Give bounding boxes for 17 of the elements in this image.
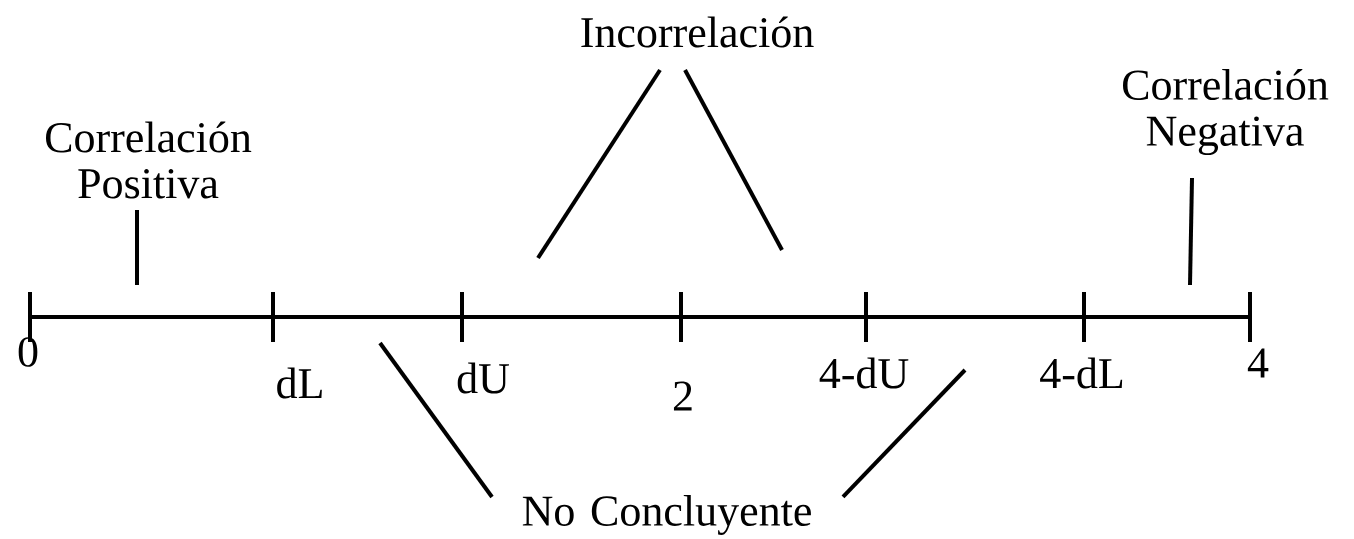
tick-label: dU [457,362,509,394]
tick-label: dL [277,367,322,399]
region-label: Correlación Positiva [46,121,252,199]
tick-label: 4 [1247,348,1269,378]
leader-line [841,368,967,499]
leader-line [135,210,139,285]
region-label: Correlación Negativa [1123,68,1329,156]
leader-line [378,341,494,499]
leader-line [683,69,784,251]
leader-line [536,68,662,260]
leader-line [1188,177,1194,286]
region-label: Incorrelación [581,16,814,48]
tick-label: 4-dU [819,357,909,389]
region-label: No Concluyente [522,495,811,535]
tick-label: 0 [18,337,38,367]
tick-label: 4-dL [1040,357,1123,389]
tick-label: 2 [673,381,692,411]
